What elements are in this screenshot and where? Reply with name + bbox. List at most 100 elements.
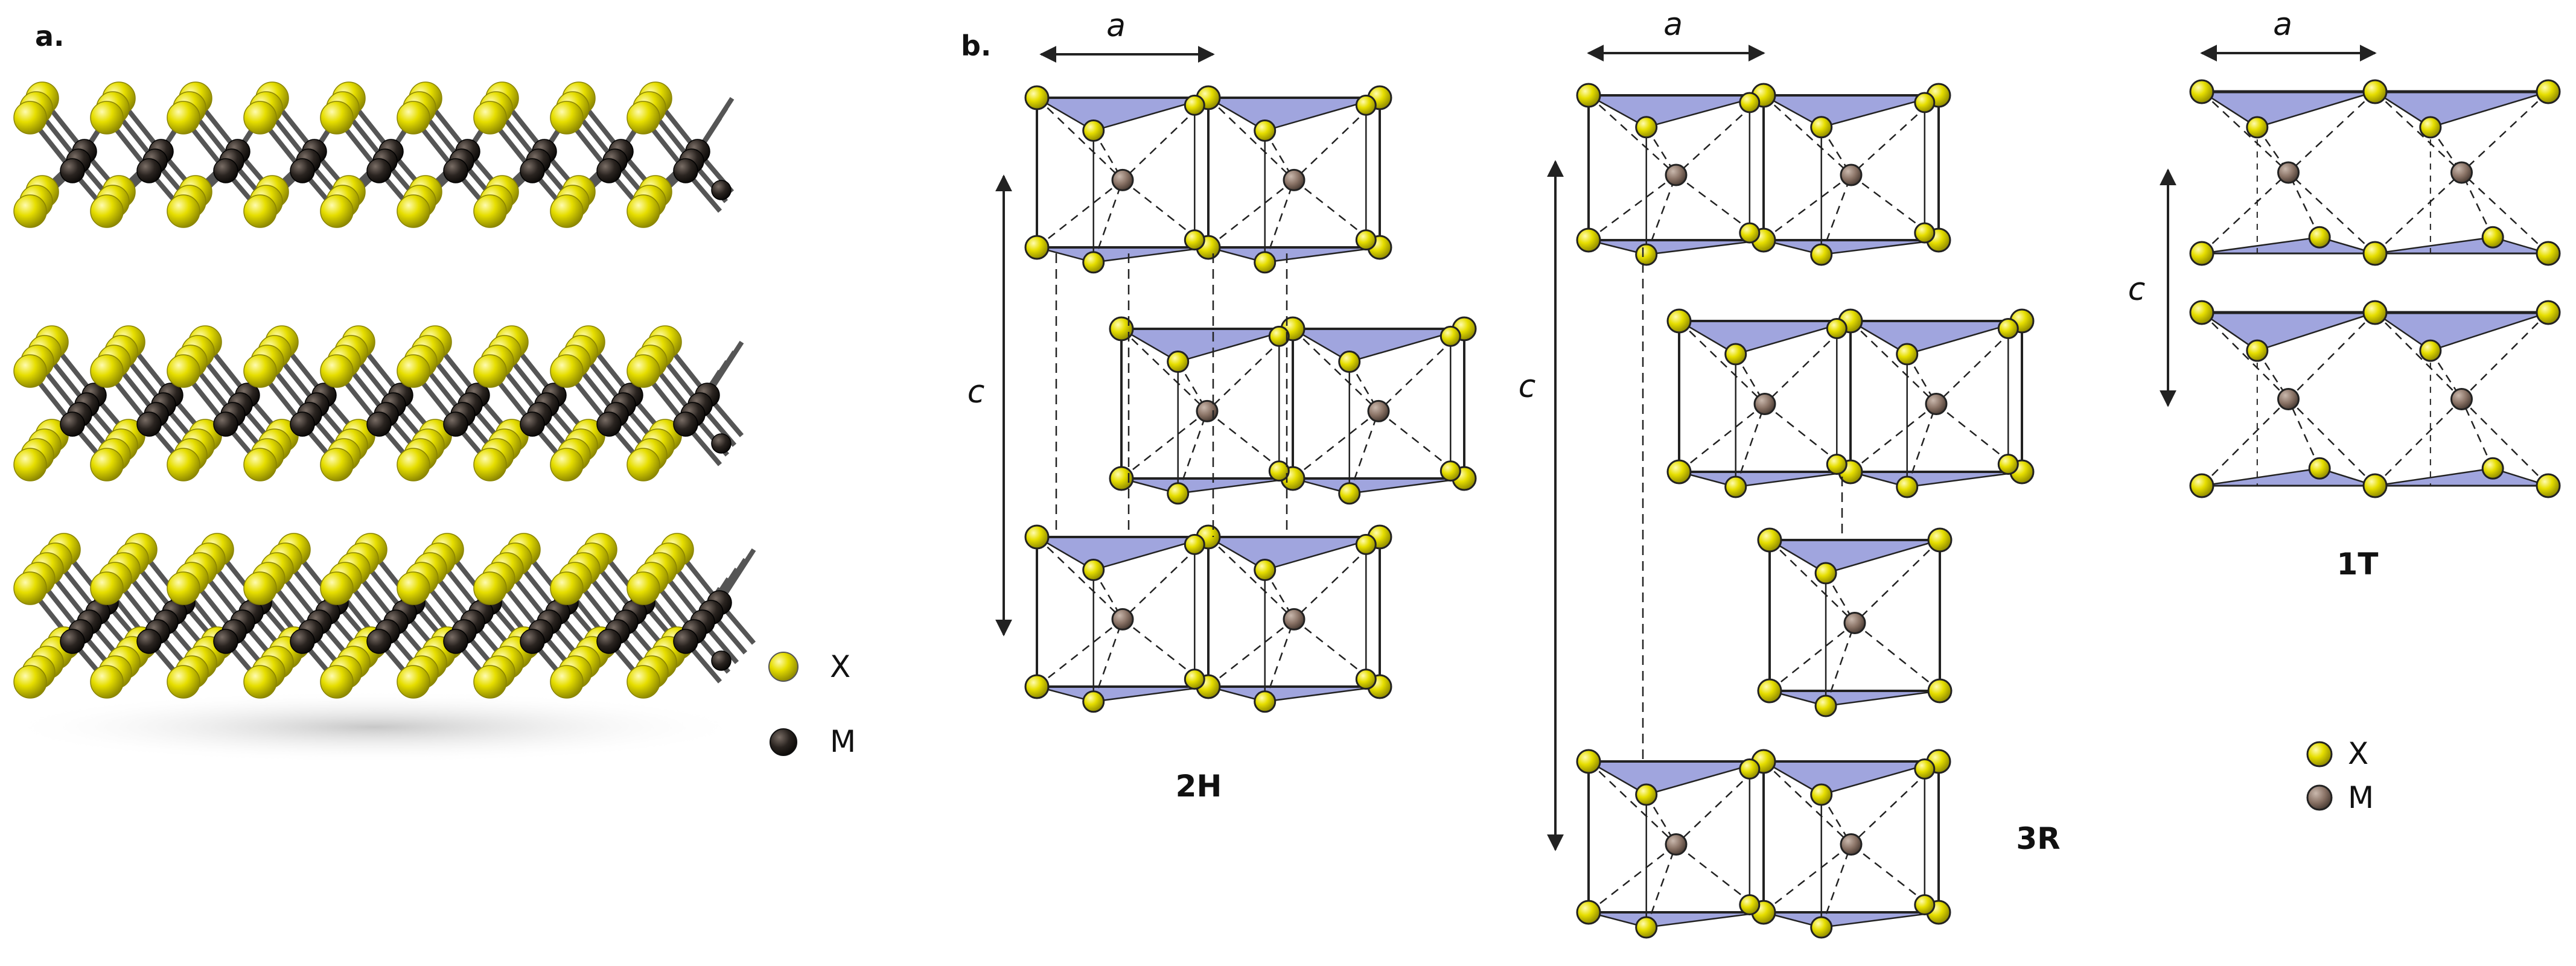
prism-bottom-face bbox=[1763, 239, 1939, 256]
m-atom bbox=[1196, 399, 1219, 422]
m-atom bbox=[2277, 388, 2300, 410]
m-atom bbox=[1111, 168, 1134, 191]
bond-dashed bbox=[1906, 404, 1937, 488]
lattice-c-label-2h: c bbox=[968, 374, 985, 410]
bond-dashed bbox=[1679, 320, 1765, 405]
x-atom bbox=[1184, 669, 1205, 690]
x-atom bbox=[1184, 229, 1205, 251]
bond-dashed bbox=[1208, 179, 1295, 248]
x-atom bbox=[550, 354, 584, 388]
x-atom bbox=[1997, 454, 2019, 475]
bond-dashed bbox=[2461, 172, 2549, 254]
bond-dashed bbox=[1036, 97, 1123, 181]
m-atom bbox=[443, 158, 468, 183]
bond-dashed bbox=[1735, 404, 1766, 488]
x-atom bbox=[1024, 524, 1050, 550]
bond-dashed bbox=[1645, 844, 1677, 928]
structure-label-1t: 1T bbox=[2337, 547, 2379, 582]
x-atom bbox=[1896, 475, 1919, 498]
x-atom bbox=[2308, 457, 2331, 480]
x-atom bbox=[550, 194, 584, 228]
x-atom bbox=[1268, 325, 1290, 347]
m-atom bbox=[60, 158, 85, 183]
x-atom bbox=[1254, 690, 1277, 713]
x-atom bbox=[2536, 241, 2561, 266]
m-atom bbox=[290, 412, 315, 437]
x-atom bbox=[550, 101, 584, 135]
m-atom bbox=[673, 629, 698, 654]
x-atom bbox=[243, 448, 277, 481]
lattice-a-label-3r: a bbox=[1663, 7, 1683, 43]
m-atom bbox=[213, 412, 238, 437]
prism-top-face bbox=[1118, 328, 1293, 363]
x-atom bbox=[1914, 894, 1936, 915]
bond-dashed bbox=[1763, 761, 1852, 845]
x-atom bbox=[2189, 473, 2214, 498]
m-atom bbox=[366, 158, 392, 183]
x-atom bbox=[320, 194, 354, 228]
bond-dashed bbox=[1854, 539, 1940, 624]
m-atom bbox=[520, 412, 545, 437]
octahedron-bottom-face bbox=[2374, 468, 2549, 487]
x-atom bbox=[1184, 94, 1205, 116]
x-atom bbox=[1826, 318, 1848, 339]
x-atom bbox=[1355, 94, 1377, 116]
prism-bottom-face bbox=[1679, 471, 1851, 488]
prism-bottom-face bbox=[1850, 471, 2023, 488]
bond-dashed bbox=[1036, 536, 1123, 620]
m-atom bbox=[366, 629, 392, 654]
x-atom bbox=[1666, 459, 1692, 485]
x-atom bbox=[13, 354, 47, 388]
m-atom bbox=[366, 412, 392, 437]
x-atom bbox=[1635, 243, 1658, 266]
x-atom bbox=[1635, 116, 1658, 139]
prism-bottom-face bbox=[1588, 239, 1764, 256]
x-atom bbox=[1082, 251, 1105, 274]
x-atom bbox=[90, 665, 124, 699]
m-atom bbox=[136, 158, 162, 183]
m-atom bbox=[1283, 168, 1306, 191]
octahedron-bottom-face bbox=[2374, 236, 2549, 255]
bond-dashed bbox=[1588, 174, 1677, 241]
x-atom bbox=[473, 354, 507, 388]
x-atom bbox=[1997, 318, 2019, 339]
x-atom bbox=[2536, 300, 2561, 325]
x-atom bbox=[1024, 235, 1050, 260]
m-atom bbox=[1843, 612, 1866, 634]
x-atom bbox=[1576, 749, 1601, 774]
x-atom bbox=[320, 101, 354, 135]
bond-dashed bbox=[1825, 623, 1856, 707]
m-atom bbox=[2277, 161, 2300, 184]
bond-dashed bbox=[1092, 618, 1124, 702]
x-atom bbox=[13, 194, 47, 228]
x-atom bbox=[167, 354, 200, 388]
legend-m-label: M bbox=[830, 724, 856, 759]
bond-dashed bbox=[1292, 328, 1379, 412]
x-atom bbox=[1576, 83, 1601, 108]
m-atom bbox=[1367, 399, 1390, 422]
x-atom bbox=[1109, 466, 1134, 491]
bond-dashed bbox=[2374, 312, 2463, 400]
bond-dashed bbox=[1850, 320, 1937, 405]
x-atom bbox=[1927, 527, 1953, 553]
m-atom bbox=[596, 158, 622, 183]
x-atom bbox=[473, 194, 507, 228]
bond-dashed bbox=[1763, 95, 1852, 176]
bond-dashed bbox=[2461, 398, 2549, 486]
x-atom bbox=[2189, 241, 2214, 266]
x-atom bbox=[1338, 482, 1361, 505]
bond-dashed bbox=[1820, 844, 1852, 928]
x-atom bbox=[1810, 243, 1833, 266]
bond-dashed bbox=[2287, 398, 2376, 486]
x-atom bbox=[1724, 475, 1747, 498]
x-atom bbox=[13, 448, 47, 481]
prism-bottom-face bbox=[1292, 477, 1465, 495]
x-atom bbox=[1635, 783, 1658, 806]
prism-top-face bbox=[1034, 536, 1209, 571]
bond-dashed bbox=[1588, 844, 1677, 913]
prism-bottom-face bbox=[1121, 477, 1293, 495]
x-atom bbox=[1254, 251, 1277, 274]
m-atom bbox=[596, 412, 622, 437]
m-atom bbox=[673, 158, 698, 183]
x-atom bbox=[2419, 339, 2442, 362]
